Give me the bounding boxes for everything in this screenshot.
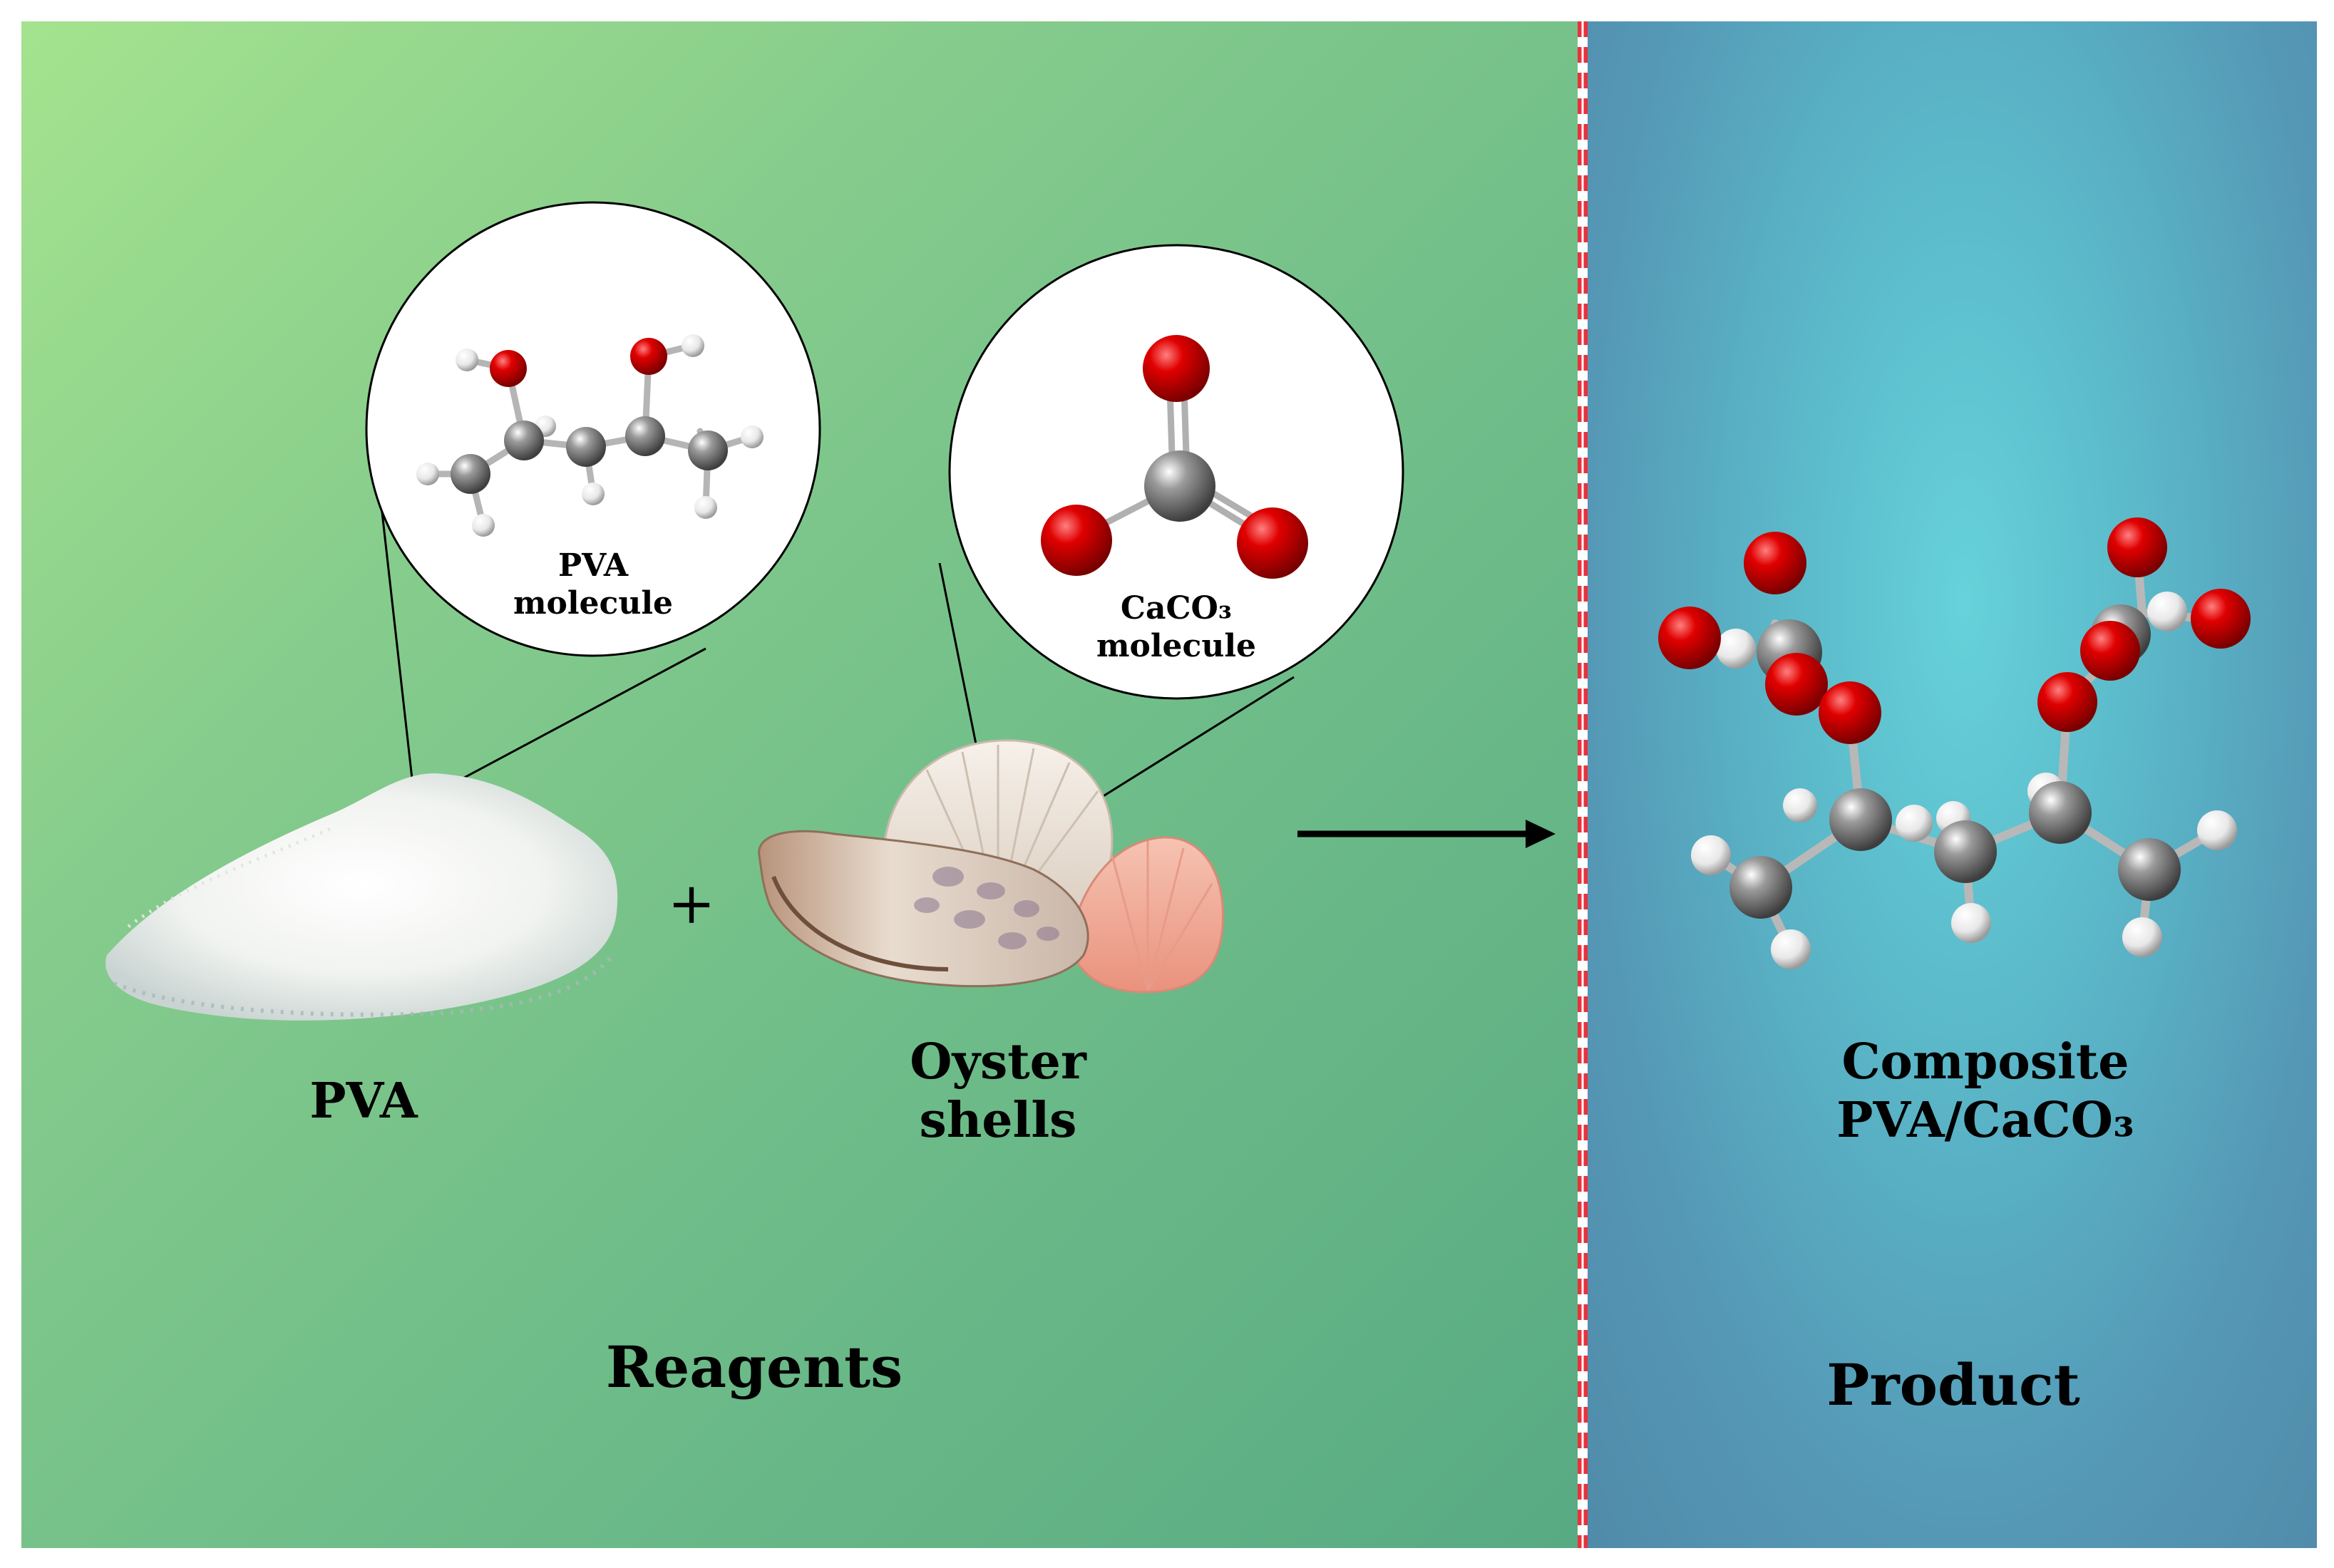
caco3-molecule-label: CaCO₃ molecule xyxy=(1069,590,1283,666)
pva-powder-image xyxy=(106,773,618,1021)
zoom-line xyxy=(380,505,416,805)
reagents-panel xyxy=(21,21,1583,1548)
reagents-label: Reagents xyxy=(605,1334,903,1401)
pva-molecule-label-line2: molecule xyxy=(513,584,674,621)
caco3-molecule-label-line2: molecule xyxy=(1096,627,1257,664)
caco3-molecule-model xyxy=(1041,335,1308,579)
composite-label-line1: Composite xyxy=(1841,1033,2129,1090)
product-label: Product xyxy=(1826,1351,2080,1418)
pva-label: PVA xyxy=(309,1073,418,1130)
pva-molecule-label: PVA molecule xyxy=(486,547,700,623)
reaction-arrow xyxy=(1297,820,1556,848)
pva-molecule-model xyxy=(416,334,764,537)
caco3-molecule-label-line1: CaCO₃ xyxy=(1120,590,1233,626)
product-panel xyxy=(1583,21,2317,1548)
oyster-shells-label-line2: shells xyxy=(919,1091,1077,1149)
composite-label: Composite PVA/CaCO₃ xyxy=(1807,1033,2164,1150)
pva-molecule-label-line1: PVA xyxy=(558,547,628,584)
oyster-shells-label: Oyster shells xyxy=(855,1033,1141,1150)
composite-label-line2: PVA/CaCO₃ xyxy=(1836,1091,2134,1149)
composite-molecule-model xyxy=(1658,517,2251,969)
oyster-shells-label-line1: Oyster xyxy=(910,1033,1086,1090)
oyster-shells-image xyxy=(758,739,1225,994)
plus-sign: + xyxy=(667,870,716,937)
